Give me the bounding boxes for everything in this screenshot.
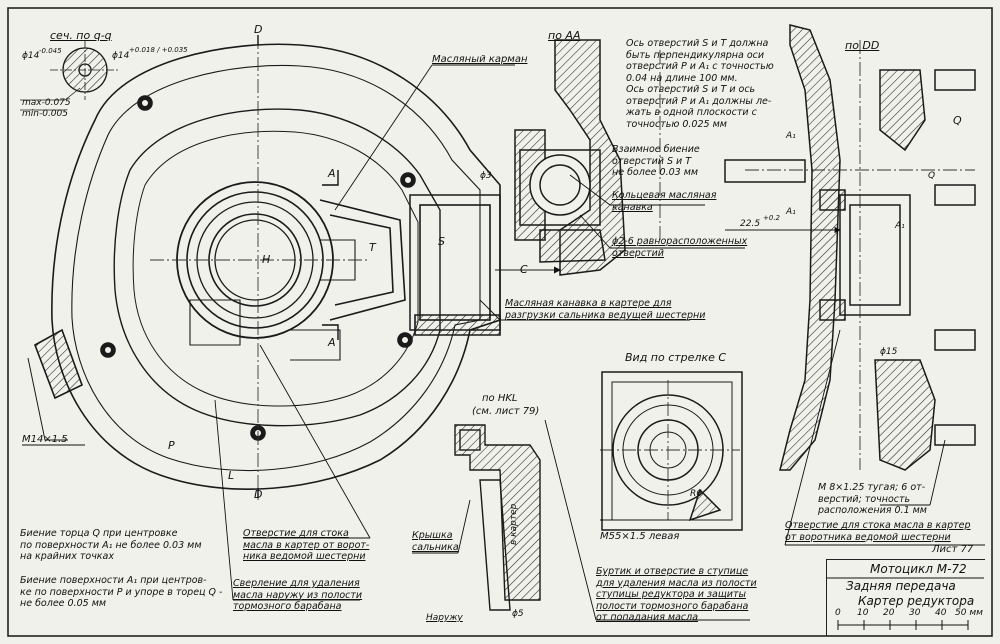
dim-phi15: ϕ15 [880,347,898,357]
hkl-label: по HKL [482,393,518,404]
letter-a-bottom: A [328,336,336,349]
note-burtik: Буртик и отверстие в ступице для удалени… [596,566,757,623]
letter-d-top: D [254,23,263,36]
scale-bar [826,577,984,630]
note-phi2-6: ϕ2-6 равнорасположенных отверстий [612,236,748,259]
dim-phi3: ϕ3 [480,171,492,181]
section-qq [20,40,120,111]
view-c [601,371,743,531]
letter-p: P [168,439,175,452]
scale-tick-40: 40 [935,608,947,618]
dim-r6: R6 [690,489,702,499]
title-line-2: Задняя передача [846,579,956,593]
letter-c: C [520,263,528,276]
letter-h: H [262,253,271,266]
note-holes: Ось отверстий S и T должна быть перпенди… [626,38,774,130]
note-sverlenie: Сверление для удаления масла наружу из п… [233,578,363,612]
note-v-karter: в картер [509,503,519,545]
section-dd [724,24,976,471]
tolerance-d2-dev: +0.018 / +0.035 [129,46,188,54]
note-m8: M 8×1.25 тугая; 6 от- верстий; точность … [818,482,927,516]
main-view [27,43,501,490]
letter-s: S [438,235,445,248]
letter-a1-a: A₁ [786,131,796,141]
dim-m55: M55×1.5 левая [600,531,680,542]
sheet-frame [7,7,993,637]
note-koltsevaya: Кольцевая масляная канавка [612,190,717,213]
dim-22-5-tol: +0.2 [763,214,780,222]
letter-t: T [369,241,376,254]
note-otverstie-stoka: Отверстие для стока масла в картер от во… [243,528,370,562]
note-naruzhu: Наружу [426,613,463,623]
dim-phi5: ϕ5 [512,609,524,619]
tolerance-min: min-0.005 [22,109,68,119]
center-lines [150,35,975,520]
section-dd-label: по DD [845,39,880,52]
dim-m14: M14×1.5 [22,434,68,445]
scale-tick-30: 30 [909,608,921,618]
note-otverstie-stoka-2: Отверстие для стока масла в картер от во… [785,520,971,543]
section-aa [495,39,626,276]
note-kryshka: Крышка сальника [412,530,459,553]
note-runout: Взаимное биение отверстий S и T не более… [612,144,700,178]
leader-lines [22,64,985,621]
letter-a1-c: A₁ [895,221,905,231]
view-c-label: Вид по стрелке C [625,351,727,364]
letter-l: L [228,469,235,482]
tolerance-d1: ϕ14 [22,51,40,61]
letter-q: Q [953,114,962,127]
scale-tick-20: 20 [883,608,895,618]
scale-tick-10: 10 [857,608,869,618]
section-qq-label: сеч. по q-q [50,29,112,42]
scale-tick-0: 0 [835,608,841,618]
note-maslyanaya-kanavka: Масляная канавка в картере для разгрузки… [505,298,706,321]
title-line-1: Мотоцикл М-72 [870,562,967,576]
letter-a-top: A [328,167,336,180]
title-line-3: Картер редуктора [858,594,975,608]
tolerance-max: max-0.075 [22,98,71,108]
tolerance-d2: ϕ14 [112,51,130,61]
letter-q-small: Q [928,171,936,181]
note-surface: Биение поверхности A₁ при центров- ке по… [20,575,223,609]
letter-a1-b: A₁ [786,207,796,217]
note-maslyanyi-karman: Масляный карман [432,54,528,65]
cut-marks [257,35,339,498]
tolerance-d1-dev: -0.045 [39,47,62,55]
hkl-ref: (см. лист 79) [472,406,540,417]
sheet-number: Лист 77 [932,544,974,555]
note-torets: Биение торца Q при центровке по поверхно… [20,528,202,562]
letter-d-bottom: D [254,488,263,501]
section-aa-label: по АА [548,29,581,42]
section-hkl [454,424,541,611]
title-block [826,559,985,636]
scale-tick-50: 50 мм [955,608,983,618]
dim-22-5: 22.5 [740,219,761,229]
